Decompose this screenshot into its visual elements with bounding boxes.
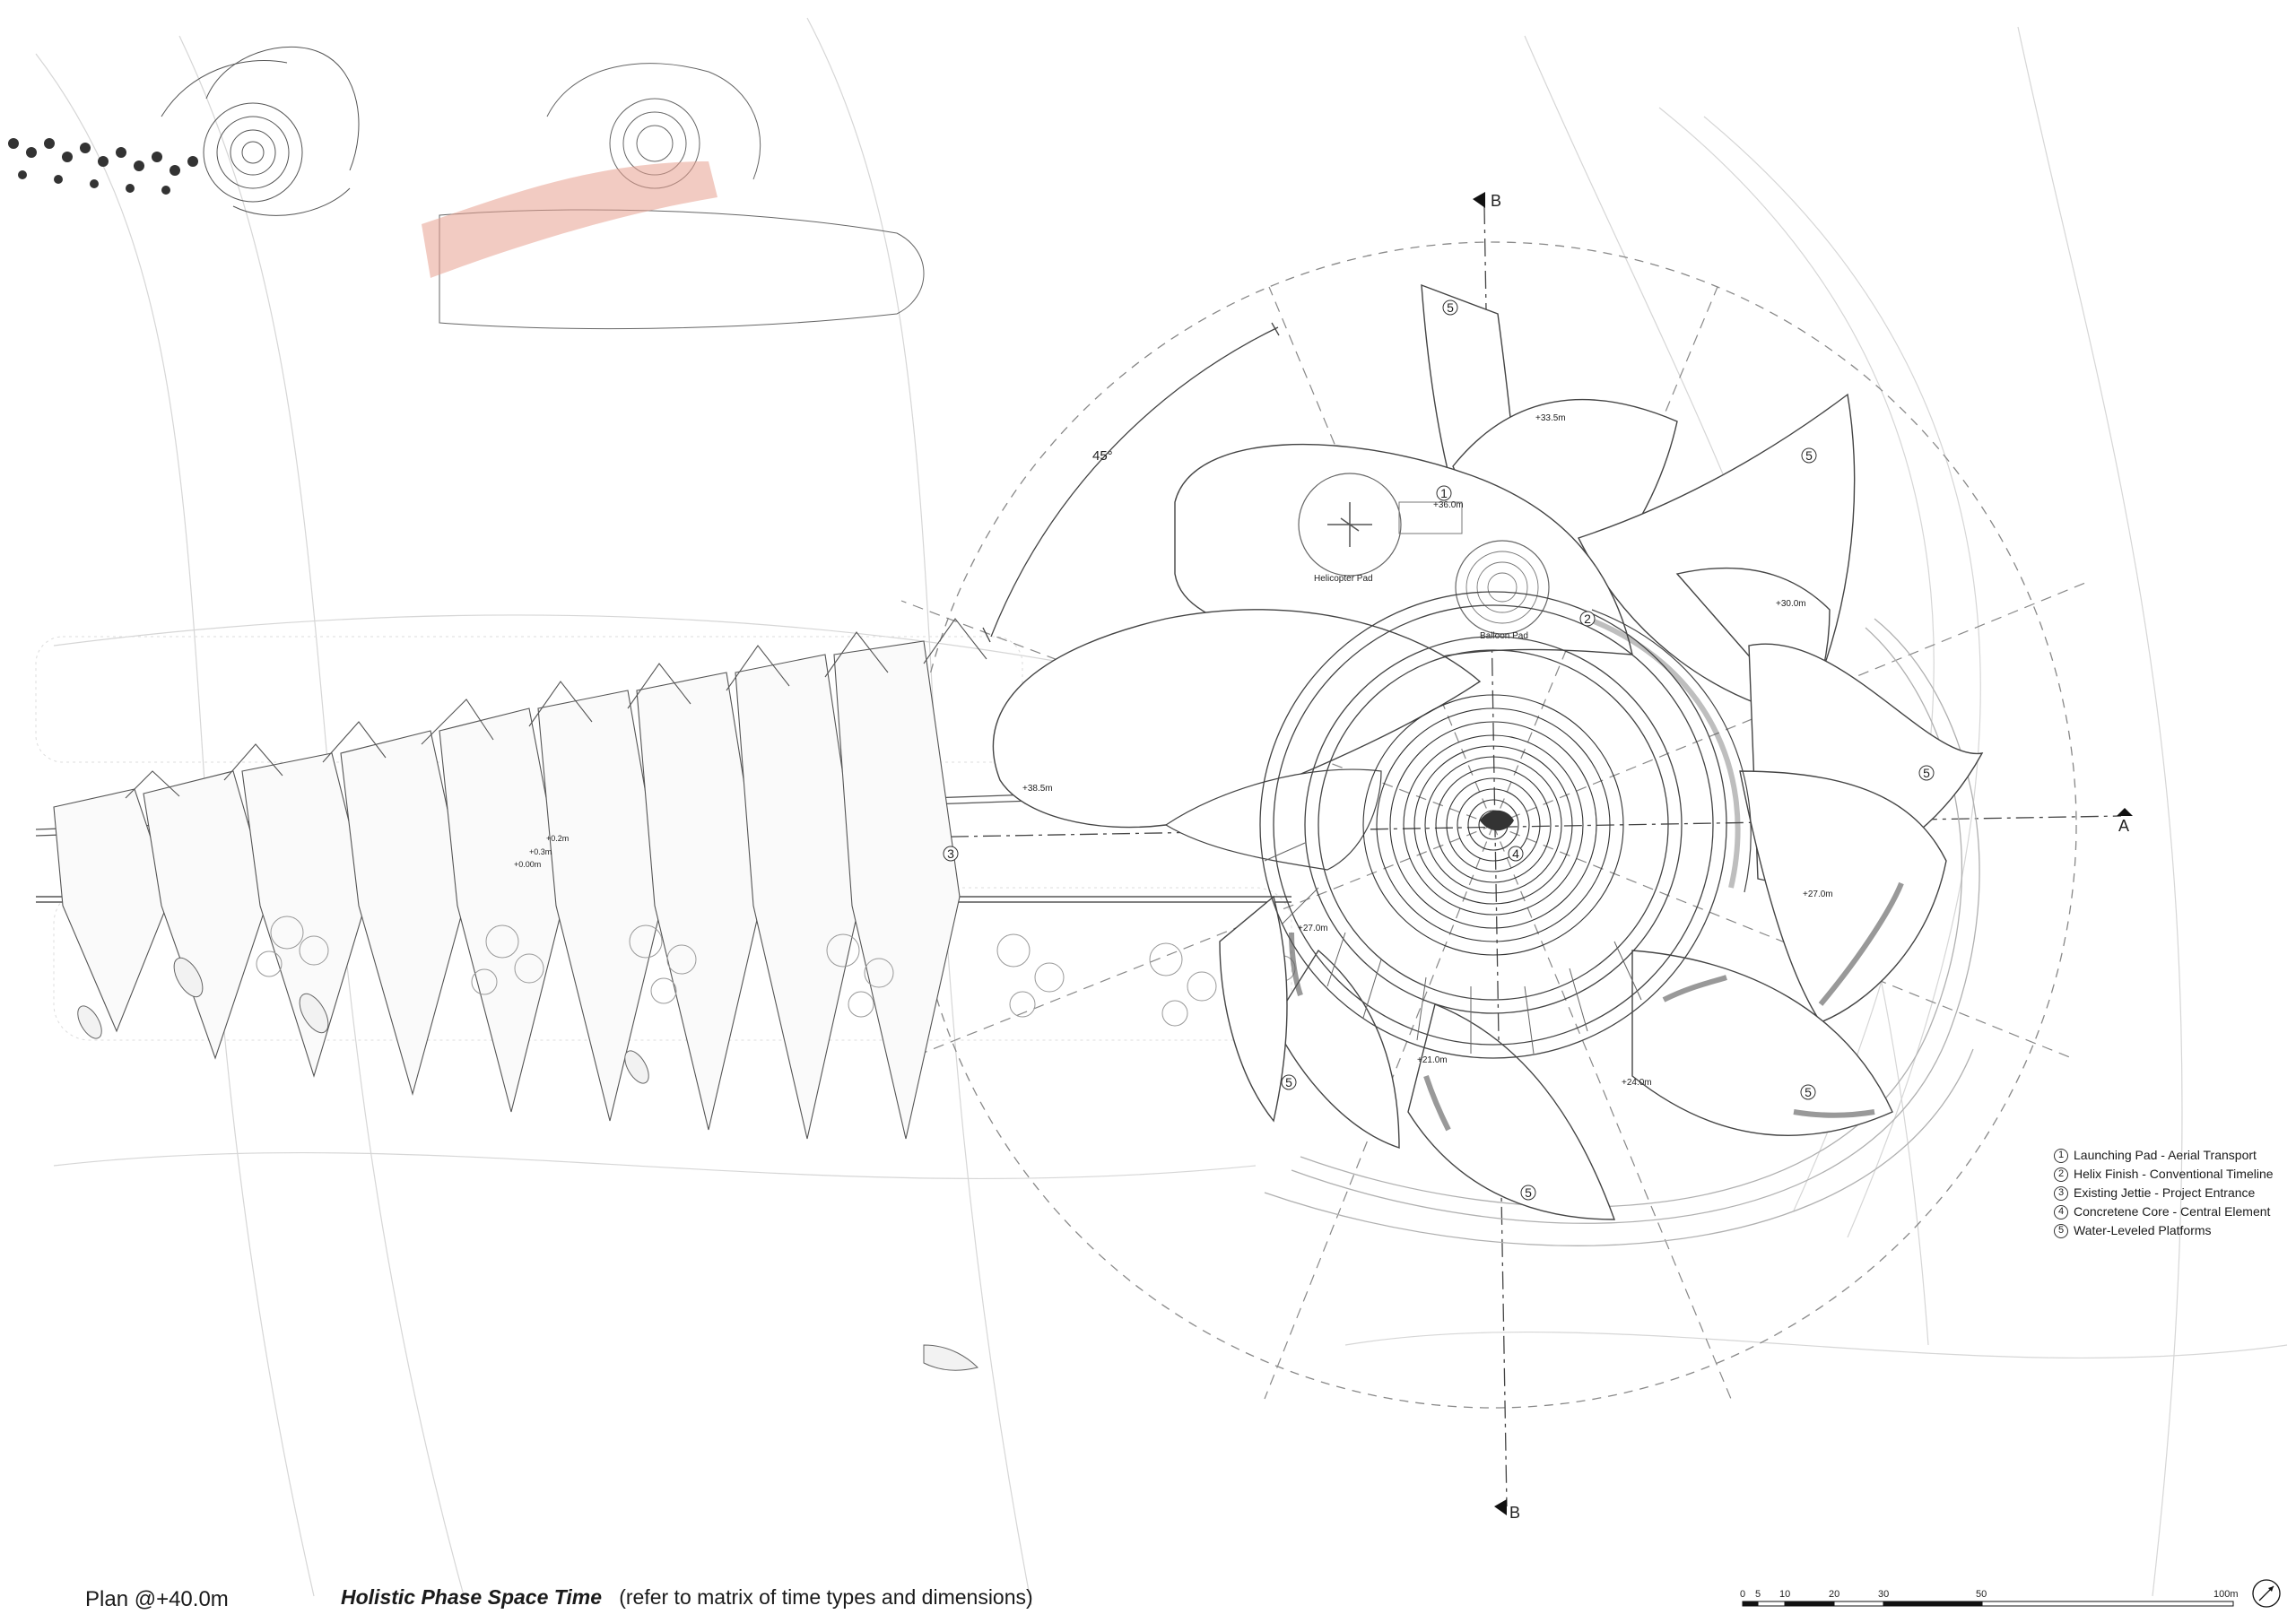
- legend-text: Water-Leveled Platforms: [2074, 1223, 2212, 1237]
- legend-text: Launching Pad - Aerial Transport: [2074, 1148, 2257, 1162]
- callouts: [943, 299, 1935, 1201]
- legend-number: 4: [2054, 1204, 2068, 1219]
- background-flow-lines: [35, 17, 2288, 1606]
- legend-number: 2: [2054, 1167, 2068, 1182]
- main-title-emphasis: Holistic Phase Space Time: [341, 1585, 603, 1609]
- helicopter-pad-circle: [1298, 473, 1402, 577]
- angle-arc: [982, 322, 1280, 643]
- level-tag: +0.2m: [546, 834, 569, 843]
- legend-item: 5 Water-Leveled Platforms: [2054, 1221, 2274, 1240]
- legend-text: Concretene Core - Central Element: [2074, 1204, 2271, 1219]
- level-tag: +0.3m: [529, 847, 552, 856]
- balloon-pad-circle: [1455, 540, 1550, 635]
- scale-bar: 0 5 10 20 30 50 100m: [1740, 1589, 2239, 1607]
- stair-block: [1398, 501, 1463, 534]
- legend-number: 3: [2054, 1185, 2068, 1201]
- section-line-b: [1473, 192, 1508, 1515]
- section-marker-b-top: B: [1491, 192, 1501, 210]
- level-tag: +27.0m: [1298, 924, 1328, 933]
- svg-text:50: 50: [1976, 1589, 1987, 1600]
- svg-text:5: 5: [1805, 448, 1813, 463]
- mini-view-2-highlight: [422, 161, 718, 278]
- section-marker-b-bottom: B: [1509, 1504, 1520, 1522]
- balloon-pad-label: Balloon Pad: [1480, 631, 1528, 641]
- legend-item: 4 Concretene Core - Central Element: [2054, 1202, 2274, 1221]
- planting-bands: [1289, 881, 1904, 1132]
- legend-text: Existing Jettie - Project Entrance: [2074, 1185, 2256, 1200]
- legend-number: 1: [2054, 1148, 2068, 1163]
- svg-text:20: 20: [1829, 1589, 1839, 1600]
- svg-text:0: 0: [1740, 1589, 1745, 1600]
- balloon-pad-rings: [1465, 551, 1539, 624]
- legend-item: 2 Helix Finish - Conventional Timeline: [2054, 1165, 2274, 1184]
- svg-text:5: 5: [1285, 1075, 1292, 1089]
- level-tag: +36.0m: [1433, 500, 1464, 510]
- angle-label: 45°: [1092, 448, 1113, 464]
- svg-text:2: 2: [1584, 612, 1591, 626]
- svg-text:10: 10: [1779, 1589, 1790, 1600]
- legend: 1 Launching Pad - Aerial Transport 2 Hel…: [2054, 1146, 2274, 1240]
- svg-text:1: 1: [1440, 486, 1448, 500]
- core-eye: [1480, 810, 1514, 831]
- legend-item: 3 Existing Jettie - Project Entrance: [2054, 1184, 2274, 1202]
- svg-text:4: 4: [1512, 846, 1519, 861]
- level-tag: +0.00m: [514, 860, 541, 869]
- svg-text:5: 5: [1525, 1185, 1532, 1200]
- level-tag: +27.0m: [1803, 890, 1833, 899]
- mini-view-1-trees: [8, 138, 198, 195]
- svg-text:5: 5: [1805, 1085, 1812, 1099]
- petals: [1219, 283, 1984, 1220]
- level-tag: +33.5m: [1535, 413, 1566, 423]
- main-title-note: (refer to matrix of time types and dimen…: [619, 1585, 1033, 1609]
- scale-bar-labels: 0 5 10 20 30 50 100m: [1740, 1589, 2239, 1600]
- helix-ramp: [1259, 591, 1727, 1059]
- jetty-triangles: [125, 618, 987, 799]
- legend-number: 5: [2054, 1223, 2068, 1238]
- concretene-core: [1362, 694, 1624, 956]
- svg-text:30: 30: [1878, 1589, 1889, 1600]
- svg-text:5: 5: [1447, 300, 1454, 315]
- plan-title: Plan @+40.0m: [85, 1587, 229, 1611]
- swoop-platform: [992, 609, 1482, 829]
- helix-finish-edge: [1591, 609, 1752, 893]
- callout-numbers: 1 2 3 4 5 5 5 5 5 5: [947, 300, 1930, 1200]
- legend-item: 1 Launching Pad - Aerial Transport: [2054, 1146, 2274, 1165]
- level-tag: +38.5m: [1022, 784, 1053, 794]
- helix-finish: [1586, 616, 1741, 889]
- helix-ramp-spokes: [1264, 842, 1642, 1055]
- svg-text:100m: 100m: [2213, 1589, 2239, 1600]
- helicopter-pad-label: Helicopter Pad: [1314, 574, 1373, 584]
- level-tag: +24.0m: [1622, 1078, 1652, 1088]
- svg-text:5: 5: [1923, 766, 1930, 780]
- helicopter-icon: [1327, 502, 1372, 547]
- svg-text:3: 3: [947, 846, 954, 861]
- section-marker-a-right: A: [2118, 817, 2129, 835]
- level-tags: +36.0m +33.5m +30.0m +38.5m +27.0m +27.0…: [514, 413, 1833, 1088]
- scale-bar-segments: [1742, 1601, 2234, 1607]
- level-tag: +21.0m: [1417, 1055, 1448, 1065]
- level-tag: +30.0m: [1776, 599, 1806, 609]
- jetty-platforms: [53, 640, 961, 1140]
- svg-text:5: 5: [1755, 1589, 1761, 1600]
- legend-text: Helix Finish - Conventional Timeline: [2074, 1167, 2274, 1181]
- north-arrow-icon: [2252, 1579, 2281, 1608]
- main-title: Holistic Phase Space Time (refer to matr…: [341, 1585, 1033, 1610]
- boats: [77, 957, 978, 1371]
- mini-view-1: [161, 46, 360, 216]
